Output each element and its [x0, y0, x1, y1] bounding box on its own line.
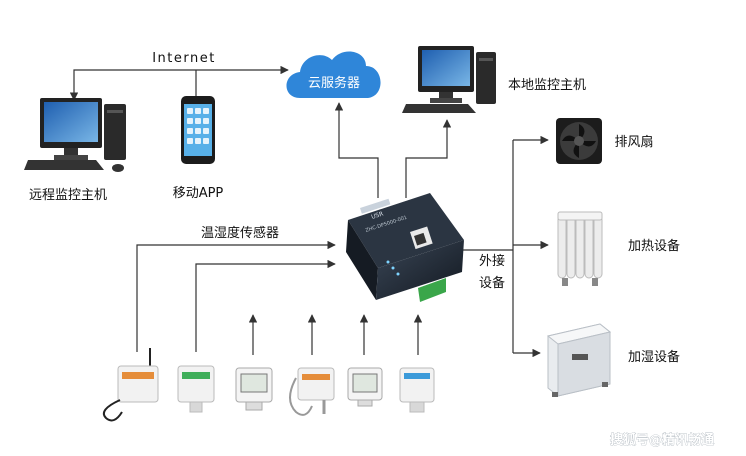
sensor-icon — [399, 367, 435, 413]
computer-icon — [24, 98, 126, 172]
sensor-icon — [102, 348, 159, 422]
sensor-link-1 — [136, 240, 336, 352]
terminal-block — [418, 278, 446, 302]
heater-device — [557, 211, 603, 286]
watermark-text: 搜狐号@精讯畅通 — [610, 432, 714, 448]
sensor-6 — [399, 367, 435, 413]
cloud-icon — [286, 51, 381, 98]
gateway-brand: USR — [370, 210, 384, 220]
sensor-1 — [102, 348, 159, 422]
remote-host-label: 远程监控主机 — [29, 188, 107, 203]
gateway-device: USR ZHC-DP5000-001 — [346, 193, 464, 302]
sensor-2 — [177, 365, 215, 413]
sensor-row — [102, 348, 435, 422]
fan-icon — [556, 118, 602, 164]
phone-icon — [181, 96, 215, 164]
sensor-5 — [347, 367, 383, 407]
mobile-app-label: 移动APP — [173, 186, 224, 201]
sensor-label: 温湿度传感器 — [201, 225, 279, 241]
cloud-label: 云服务器 — [308, 75, 360, 91]
fan-label: 排风扇 — [614, 134, 653, 150]
mobile-phone — [181, 96, 215, 164]
sensor-icon — [177, 365, 215, 413]
sensor-4 — [289, 367, 335, 416]
sensor-3 — [235, 367, 273, 411]
local-host-computer — [402, 46, 496, 113]
gateway-to-local-host — [405, 119, 452, 198]
humidifier-device — [546, 323, 612, 397]
external-label-line2: 设备 — [479, 275, 505, 291]
sensor-icon — [347, 367, 383, 407]
computer-icon — [402, 46, 496, 113]
sensor-link-2 — [195, 259, 336, 352]
humidifier-icon — [546, 323, 612, 397]
gateway-to-cloud — [334, 102, 379, 198]
sensor-icon — [289, 367, 335, 416]
internet-label: Internet — [152, 51, 216, 66]
exhaust-fan — [556, 118, 602, 164]
status-led-icons — [386, 260, 400, 276]
local-host-label: 本地监控主机 — [508, 78, 586, 93]
sensor-icon — [235, 367, 273, 411]
radiator-icon — [557, 211, 603, 286]
external-label-line1: 外接 — [479, 253, 505, 269]
internet-link — [69, 65, 289, 101]
humidifier-label: 加湿设备 — [628, 349, 680, 365]
cloud-server: 云服务器 — [286, 51, 381, 98]
remote-host-computer — [24, 98, 126, 172]
heater-label: 加热设备 — [628, 238, 680, 254]
connector-lines — [69, 65, 549, 358]
